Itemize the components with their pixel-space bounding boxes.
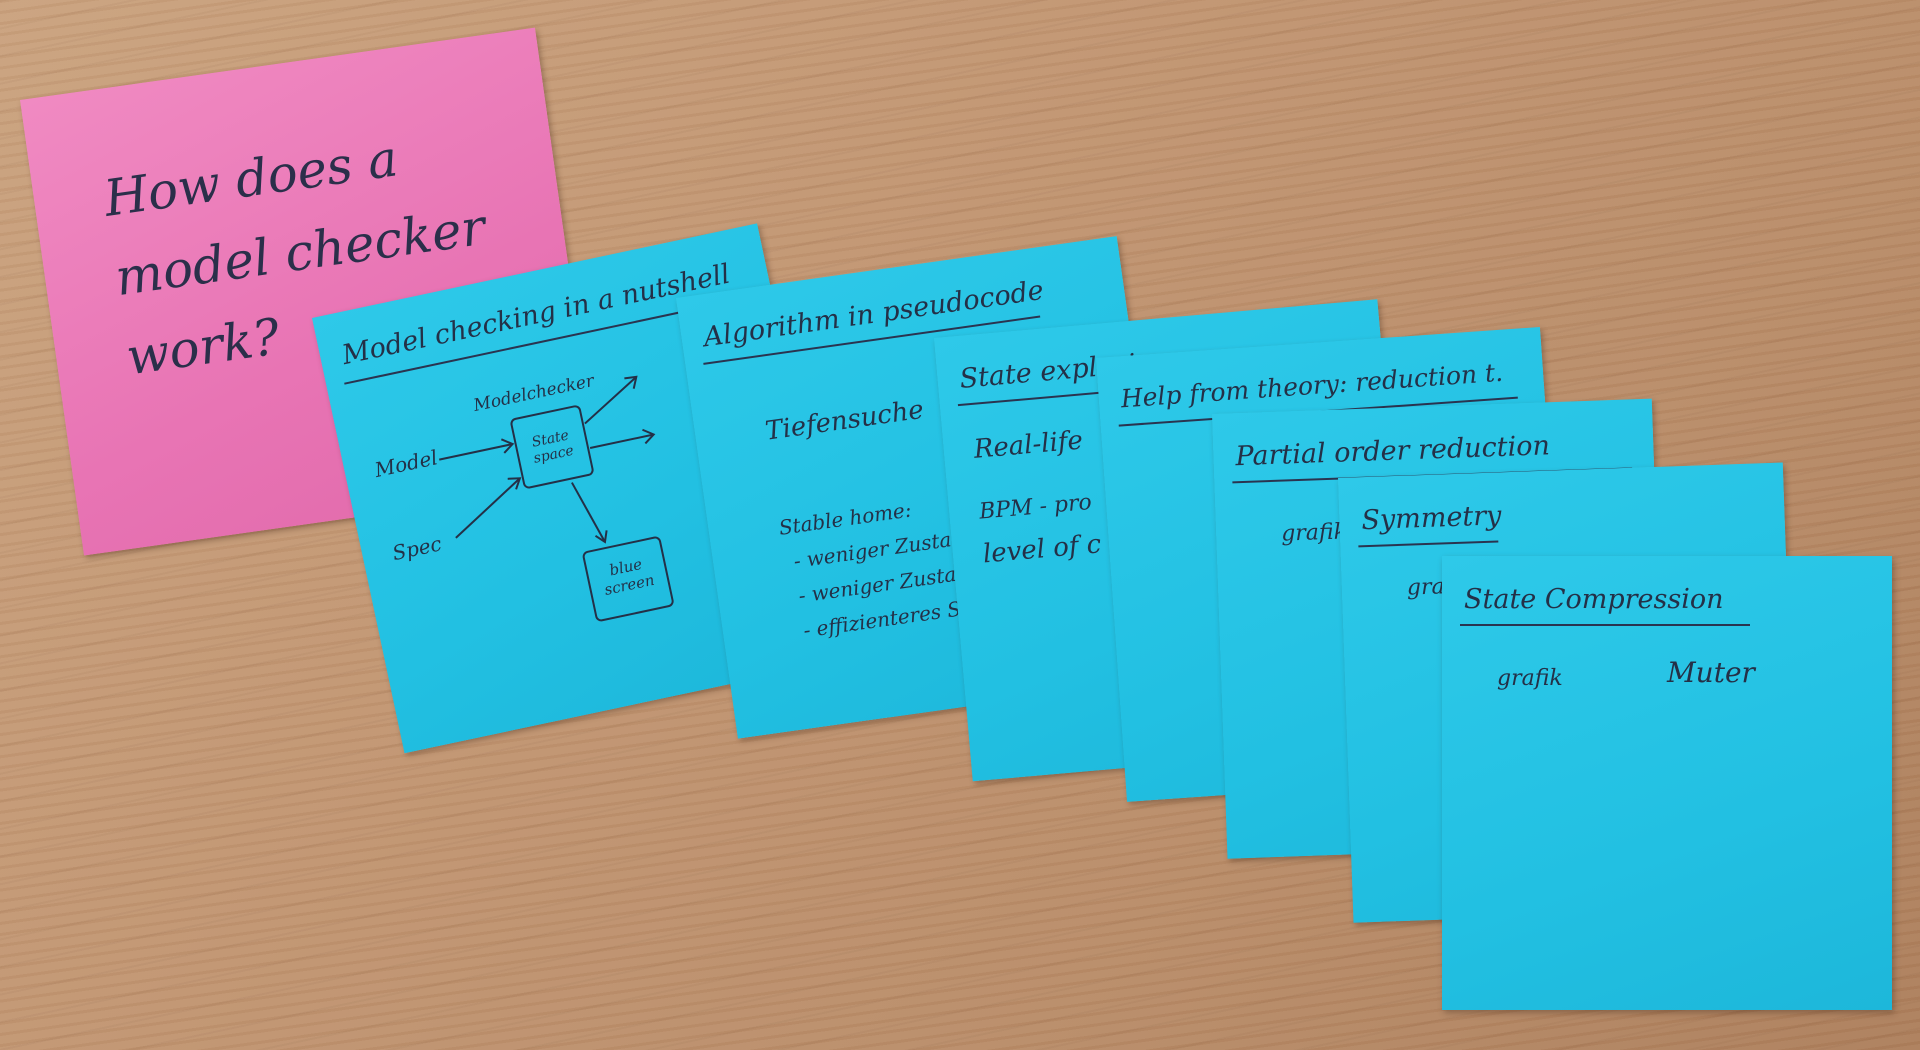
note-line: BPM - pro — [978, 489, 1093, 525]
sticky-note-model-checking: Model checking in a nutshell Model Spec … — [312, 223, 850, 754]
note-line: Stable home: — [777, 497, 913, 540]
diagram-arrows — [439, 375, 656, 544]
note-line: Real-life — [972, 425, 1085, 465]
note-line: Tiefensuche — [763, 394, 926, 447]
sticky-note-state-compression: State Compression grafik Muter — [1442, 556, 1892, 1010]
title-underline — [1460, 624, 1750, 626]
note-line: grafik — [1280, 519, 1348, 547]
note-title: Partial order reduction — [1234, 430, 1551, 473]
note-title: Symmetry — [1360, 500, 1502, 537]
note-title: State Compression — [1464, 584, 1724, 615]
title-underline — [1358, 540, 1499, 548]
note-line: level of c — [981, 529, 1103, 570]
note-line: Muter — [1667, 656, 1755, 689]
note-line: grafik — [1497, 666, 1563, 691]
